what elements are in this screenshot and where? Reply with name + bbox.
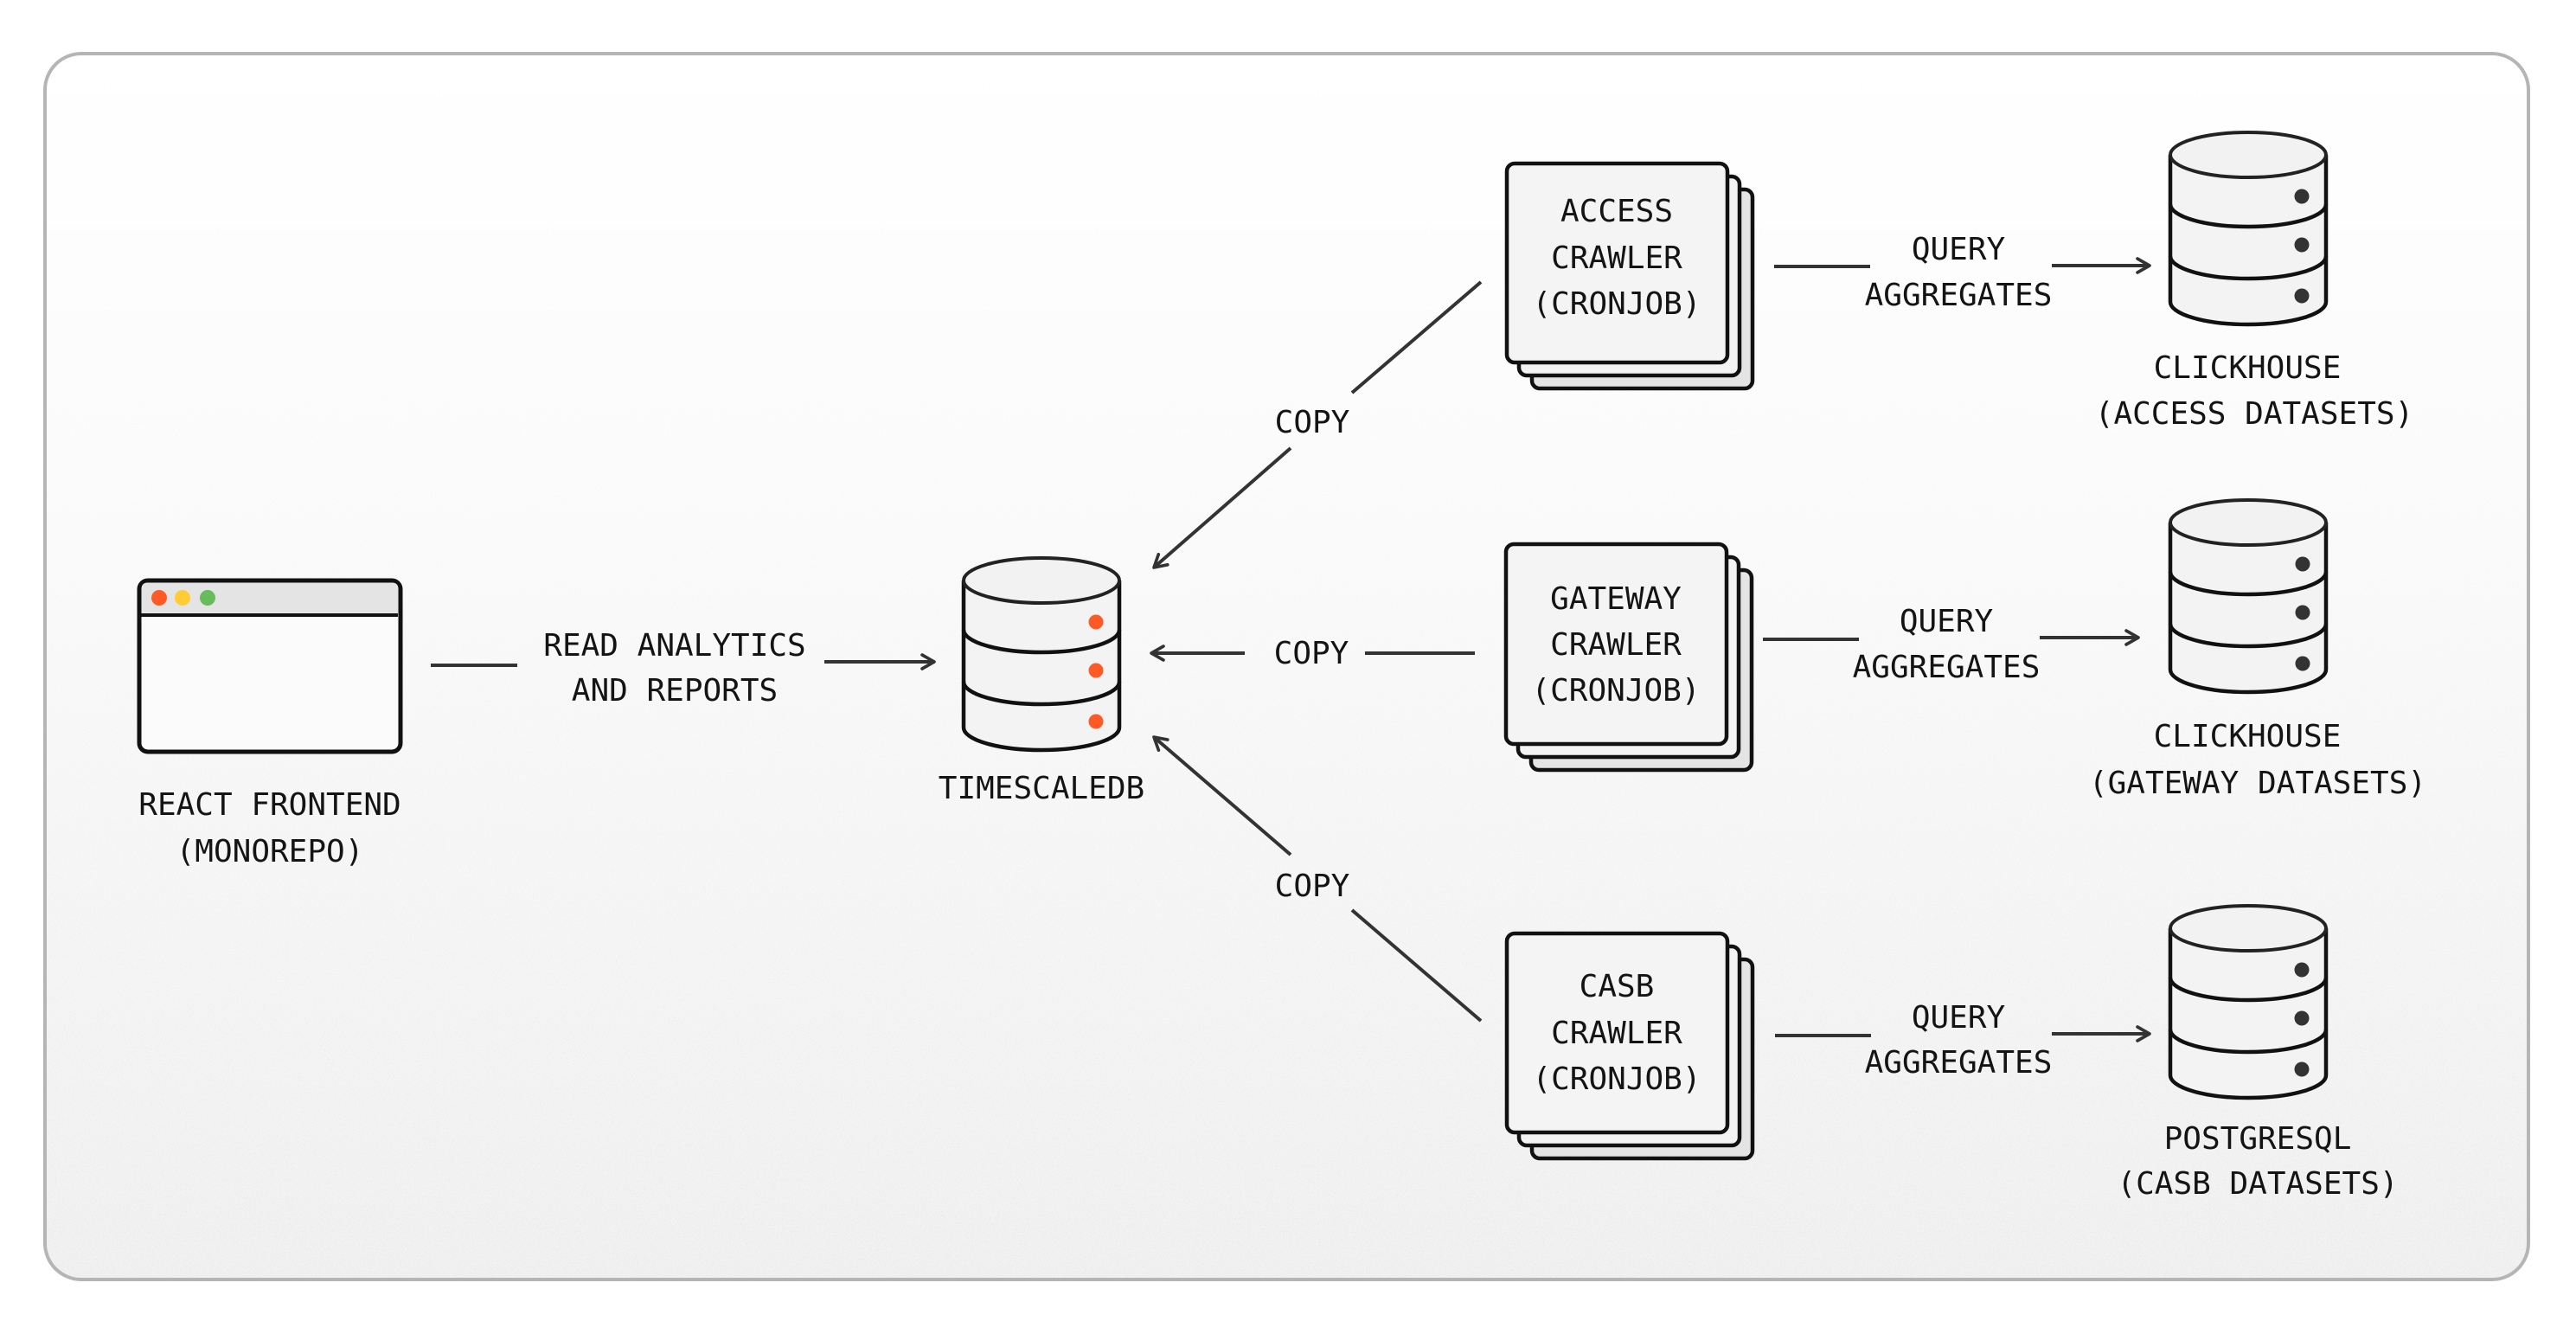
edge-read-analytics-label-line1: READ ANALYTICS [543, 628, 805, 664]
cylinder-outline [2168, 928, 2329, 1100]
status-dot-icon [2295, 605, 2310, 620]
cylinder-body [2170, 155, 2326, 324]
edge-access-copy-tail [1350, 280, 1483, 394]
cylinder-band-1 [2168, 977, 2329, 1003]
cylinder-band-2 [961, 681, 1122, 707]
edge-access-copy-arrow [1152, 446, 1292, 569]
access-crawler-node[interactable]: ACCESS CRAWLER (CRONJOB) [1504, 161, 1755, 391]
react-frontend-node[interactable]: REACT FRONTEND (MONOREPO) [137, 578, 403, 869]
timescaledb-node[interactable] [961, 556, 1122, 753]
status-dot-icon [1088, 663, 1104, 678]
cylinder-band-2 [2168, 255, 2329, 281]
edge-access-copy: COPY [1152, 280, 1483, 569]
gateway-crawler-label-line3: (CRONJOB) [1531, 673, 1700, 709]
status-dot-icon [1088, 614, 1104, 630]
cylinder-band-1 [2168, 571, 2329, 597]
access-crawler-label-line3: (CRONJOB) [1532, 286, 1701, 322]
stacked-cards-icon [1504, 161, 1755, 391]
window-maximize-dot-icon [200, 590, 215, 606]
cylinder-band-1 [961, 629, 1122, 655]
edge-read-analytics-label-line2: AND REPORTS [572, 673, 778, 709]
access-crawler-label-line1: ACCESS [1560, 194, 1673, 229]
database-icon [2168, 131, 2329, 327]
timescaledb-label: TIMESCALEDB [939, 771, 1144, 806]
clickhouse-access-label-line2: (ACCESS DATASETS) [2095, 396, 2413, 432]
database-icon [961, 556, 1122, 753]
frontend-label-line2: (MONOREPO) [176, 834, 364, 869]
casb-crawler-label-line2: CRAWLER [1551, 1016, 1682, 1051]
edge-casb-copy-label: COPY [1275, 869, 1350, 904]
cylinder-top [2169, 904, 2328, 952]
cylinder-outline [2168, 523, 2329, 695]
gateway-crawler-node[interactable]: GATEWAY CRAWLER (CRONJOB) [1503, 542, 1754, 773]
clickhouse-gateway-label-line2: (GATEWAY DATASETS) [2089, 766, 2426, 801]
casb-crawler-label-line3: (CRONJOB) [1532, 1061, 1701, 1097]
edge-gateway-query-label-line2: AGGREGATES [1853, 650, 2041, 685]
window-close-dot-icon [151, 590, 167, 606]
postgresql-casb-node[interactable] [2168, 904, 2329, 1100]
card-front [1503, 542, 1729, 747]
edge-gateway-query: QUERY AGGREGATES [1763, 604, 2140, 685]
status-dot-icon [2294, 1010, 2310, 1026]
cylinder-outline [2168, 155, 2329, 327]
cylinder-band-2 [2168, 623, 2329, 649]
frontend-label-line1: REACT FRONTEND [138, 787, 400, 823]
edge-casb-query: QUERY AGGREGATES [1775, 1000, 2151, 1081]
cylinder-top [2169, 498, 2328, 547]
casb-crawler-node[interactable]: CASB CRAWLER (CRONJOB) [1504, 931, 1755, 1161]
gateway-crawler-label-line1: GATEWAY [1550, 581, 1682, 617]
stacked-cards-icon [1504, 931, 1755, 1161]
cylinder-body [964, 580, 1119, 750]
cylinder-top [962, 556, 1121, 605]
access-crawler-label-line2: CRAWLER [1551, 241, 1682, 276]
edge-casb-copy-arrow [1152, 735, 1292, 856]
status-dot-icon [2295, 656, 2310, 671]
postgresql-casb-label-line1: POSTGRESQL [2164, 1121, 2352, 1157]
edge-gateway-copy: COPY [1150, 636, 1475, 671]
edge-gateway-query-label-line1: QUERY [1900, 604, 1994, 639]
edge-casb-query-label-line1: QUERY [1912, 1000, 2006, 1036]
edge-access-query: QUERY AGGREGATES [1774, 232, 2151, 313]
gateway-crawler-label-line2: CRAWLER [1550, 627, 1682, 663]
status-dot-icon [2294, 237, 2310, 253]
background-grain [47, 55, 2527, 1278]
cylinder-body [2170, 928, 2326, 1098]
window-minimize-dot-icon [175, 590, 190, 606]
status-dot-icon [2294, 962, 2310, 978]
status-dot-icon [2295, 556, 2310, 572]
browser-window-icon [137, 578, 403, 754]
cylinder-band-2 [2168, 1029, 2329, 1055]
edge-gateway-copy-label: COPY [1274, 636, 1349, 671]
cylinder-top [2169, 131, 2328, 179]
clickhouse-access-node[interactable] [2168, 131, 2329, 327]
edge-access-query-label-line2: AGGREGATES [1865, 278, 2053, 313]
edge-access-query-label-line1: QUERY [1912, 232, 2006, 267]
stacked-cards-icon [1503, 542, 1754, 773]
postgresql-casb-label-line2: (CASB DATASETS) [2117, 1166, 2398, 1202]
cylinder-outline [961, 580, 1122, 753]
status-dot-icon [1088, 714, 1104, 729]
database-icon [2168, 904, 2329, 1100]
edge-access-copy-label: COPY [1275, 405, 1350, 440]
edge-casb-copy-tail [1350, 908, 1483, 1023]
browser-window-body [137, 578, 403, 754]
cylinder-band-1 [2168, 203, 2329, 229]
card-front [1504, 931, 1730, 1135]
database-icon [2168, 498, 2329, 695]
casb-crawler-label-line1: CASB [1580, 969, 1655, 1004]
status-dot-icon [2294, 1061, 2310, 1077]
clickhouse-access-label-line1: CLICKHOUSE [2154, 350, 2342, 386]
edge-casb-query-label-line2: AGGREGATES [1865, 1045, 2053, 1081]
cylinder-body [2170, 523, 2326, 692]
edge-casb-copy: COPY [1152, 735, 1483, 1023]
status-dot-icon [2294, 288, 2310, 304]
card-front [1504, 161, 1730, 365]
clickhouse-gateway-node[interactable] [2168, 498, 2329, 695]
clickhouse-gateway-label-line1: CLICKHOUSE [2154, 719, 2342, 754]
edge-read-analytics: READ ANALYTICS AND REPORTS [431, 628, 936, 709]
status-dot-icon [2294, 189, 2310, 204]
